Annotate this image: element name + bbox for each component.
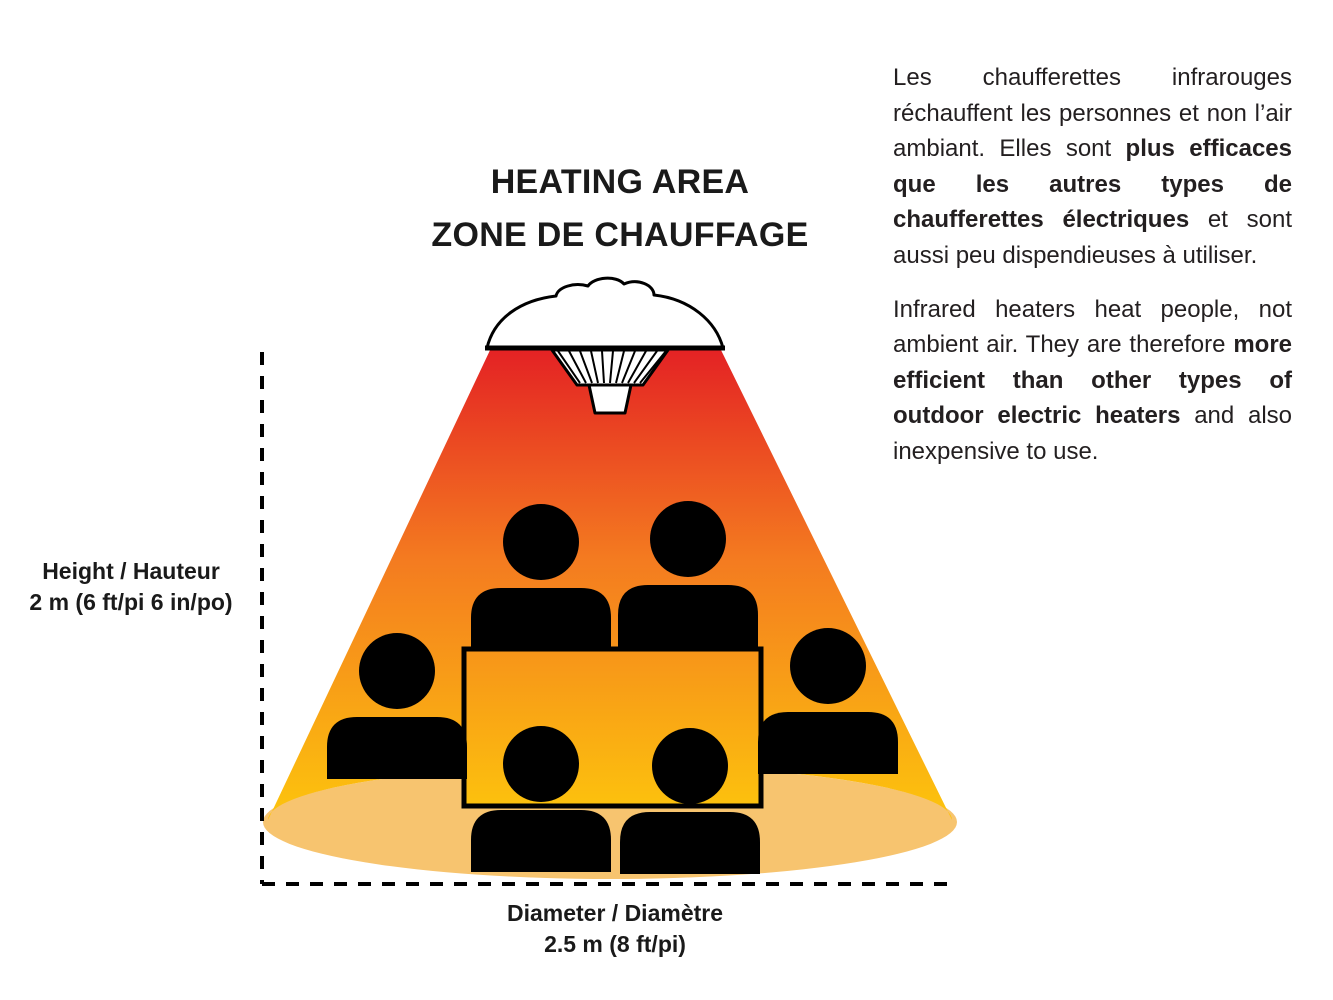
patio-heater-icon (485, 276, 725, 415)
table (461, 646, 764, 809)
diameter-value-text: 2.5 m (8 ft/pi) (544, 931, 686, 957)
english-text-bold: more efficient than other types of outdo… (893, 331, 1292, 430)
height-label-text: Height / Hauteur (42, 558, 220, 584)
height-value-text: 2 m (6 ft/pi 6 in/po) (29, 589, 233, 615)
heat-cone (268, 346, 952, 820)
description-text-column: Les chaufferettes infrarouges réchauffen… (893, 60, 1292, 488)
height-label: Height / Hauteur 2 m (6 ft/pi 6 in/po) (6, 556, 256, 618)
floor-light-ellipse (263, 765, 957, 879)
french-text-bold: plus efficaces que les autres types de c… (893, 135, 1292, 234)
diagram-title: HEATING AREA ZONE DE CHAUFFAGE (370, 156, 870, 262)
diagram-title-line1: HEATING AREA (490, 163, 750, 201)
french-text-start: Les chaufferettes infrarouges réchauffen… (893, 64, 1292, 163)
french-text-end: et sont aussi peu dispendieuses à utilis… (893, 206, 1293, 269)
heater-stem (587, 383, 633, 415)
diameter-label-text: Diameter / Diamètre (506, 900, 724, 926)
english-text-end: and also inexpensive to use. (893, 402, 1292, 465)
diagram-title-line2: ZONE DE CHAUFFAGE (431, 216, 809, 254)
diameter-label: Diameter / Diamètre 2.5 m (8 ft/pi) (420, 898, 810, 960)
french-paragraph: Les chaufferettes infrarouges réchauffen… (893, 60, 1292, 274)
english-paragraph: Infrared heaters heat people, not ambien… (893, 292, 1292, 470)
english-text-start: Infrared heaters heat people, not ambien… (893, 295, 1292, 359)
